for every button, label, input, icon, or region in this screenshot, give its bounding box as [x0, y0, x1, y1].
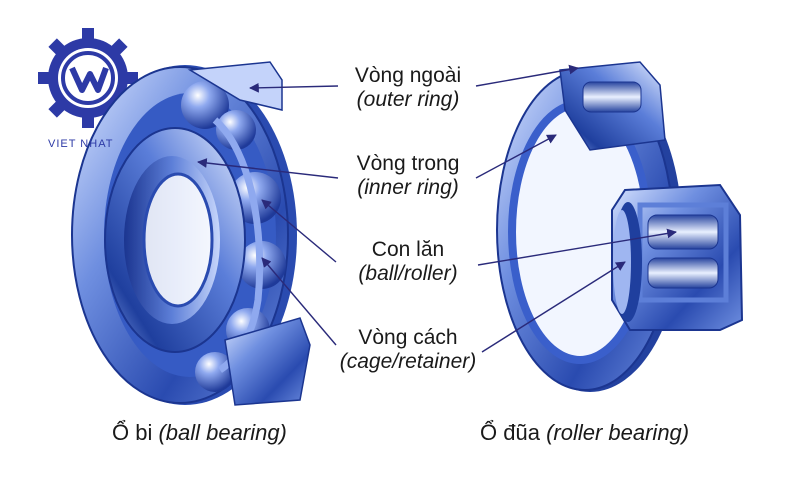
gear-icon — [38, 28, 138, 128]
arrow-outer-ring-left — [249, 82, 339, 93]
label-cage: Vòng cách (cage/retainer) — [330, 326, 486, 374]
label-cage-en: (cage/retainer) — [339, 350, 477, 373]
arrow-cage-right — [481, 261, 626, 353]
label-roller-en: (ball/roller) — [358, 262, 458, 285]
caption-ball-bearing: Ổ bi (ball bearing) — [112, 420, 287, 446]
caption-roller-bearing: Ổ đũa (roller bearing) — [480, 420, 689, 446]
label-inner-ring-vi: Vòng trong — [356, 152, 460, 175]
label-roller-vi: Con lăn — [371, 238, 445, 261]
caption-roller-en: (roller bearing) — [546, 420, 690, 445]
arrow-outer-ring-right — [475, 64, 579, 87]
viet-nhat-logo — [38, 28, 138, 128]
caption-ball-vi: Ổ bi — [112, 420, 153, 445]
arrow-inner-ring-left — [197, 158, 339, 179]
caption-roller-vi: Ổ đũa — [480, 420, 540, 445]
label-cage-vi: Vòng cách — [358, 326, 458, 349]
inner-ring-roller — [613, 210, 631, 314]
label-inner-ring-en: (inner ring) — [357, 176, 459, 199]
label-outer-ring-en: (outer ring) — [356, 88, 460, 111]
ball-bearing-illustration — [71, 61, 311, 406]
leader-lines — [197, 64, 677, 353]
arrow-cage-left — [261, 257, 337, 346]
label-roller: Con lăn (ball/roller) — [338, 238, 478, 286]
roller — [647, 214, 719, 250]
arrow-roller-left — [261, 199, 337, 263]
arrow-inner-ring-right — [475, 134, 557, 179]
arrow-roller-right — [477, 228, 677, 266]
label-inner-ring: Vòng trong (inner ring) — [338, 152, 478, 200]
logo-text: VIET NHAT — [48, 138, 114, 150]
roller-bearing-illustration — [496, 61, 744, 392]
label-outer-ring: Vòng ngoài (outer ring) — [338, 64, 478, 112]
label-outer-ring-vi: Vòng ngoài — [354, 64, 462, 87]
caption-ball-en: (ball bearing) — [158, 420, 287, 445]
